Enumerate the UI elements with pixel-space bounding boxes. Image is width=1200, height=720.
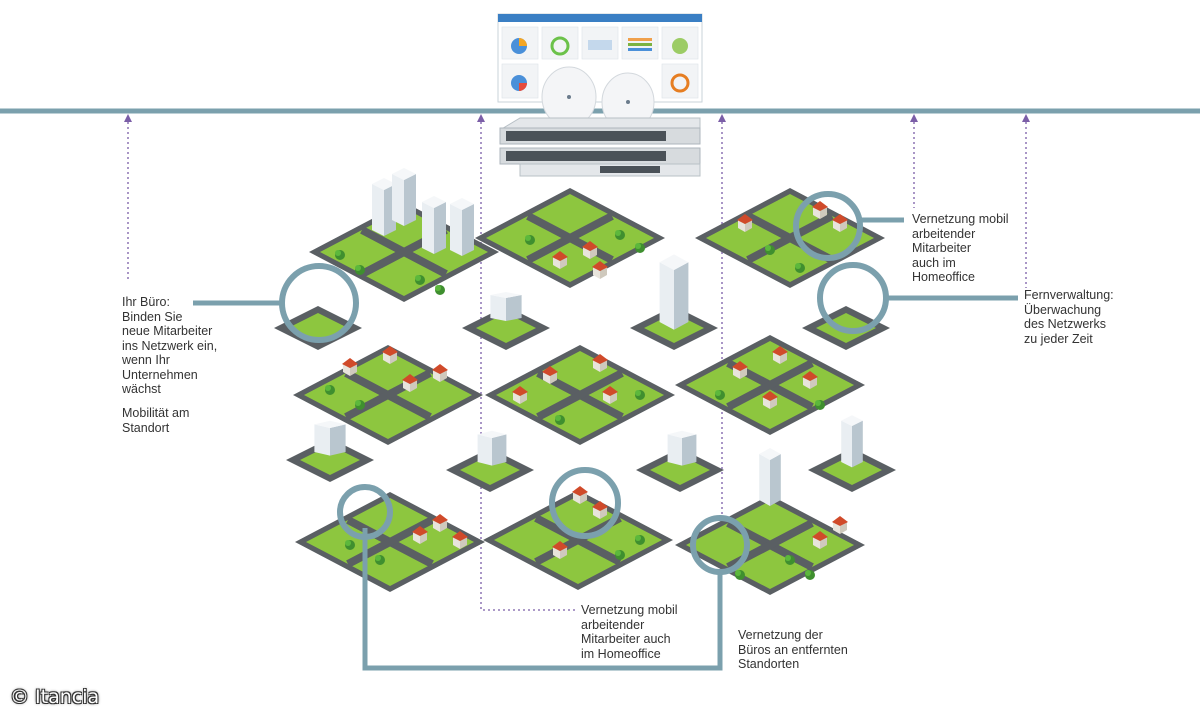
remote-management-label: Fernverwaltung: Überwachung des Netzwerk… (1024, 288, 1114, 346)
dashboard-screen-icon (497, 13, 703, 103)
mobile-top-ring (793, 191, 863, 261)
mobile-workers-label-top: Vernetzung mobil arbeitender Mitarbeiter… (912, 212, 1009, 284)
network-switch-icon (499, 117, 701, 177)
dotted-connections (127, 122, 1027, 611)
remote-management-ring (817, 262, 889, 334)
arrow-up-icon (124, 114, 1030, 122)
office-ring (279, 263, 359, 343)
mobility-ring (337, 484, 393, 540)
highlight-rings (279, 191, 889, 575)
mobile-workers-label-bottom: Vernetzung mobil arbeitender Mitarbeiter… (581, 603, 678, 661)
mobility-label: Mobilität am Standort (122, 406, 190, 435)
image-credit: © Itancia (10, 686, 100, 708)
branch-offices-label: Vernetzung der Büros an entfernten Stand… (738, 628, 848, 671)
mobile-bottom-ring (549, 467, 621, 539)
office-label: Ihr Büro: Binden Sie neue Mitarbeiter in… (122, 295, 218, 396)
branch-ring (690, 515, 750, 575)
connector-lines (193, 217, 1018, 671)
